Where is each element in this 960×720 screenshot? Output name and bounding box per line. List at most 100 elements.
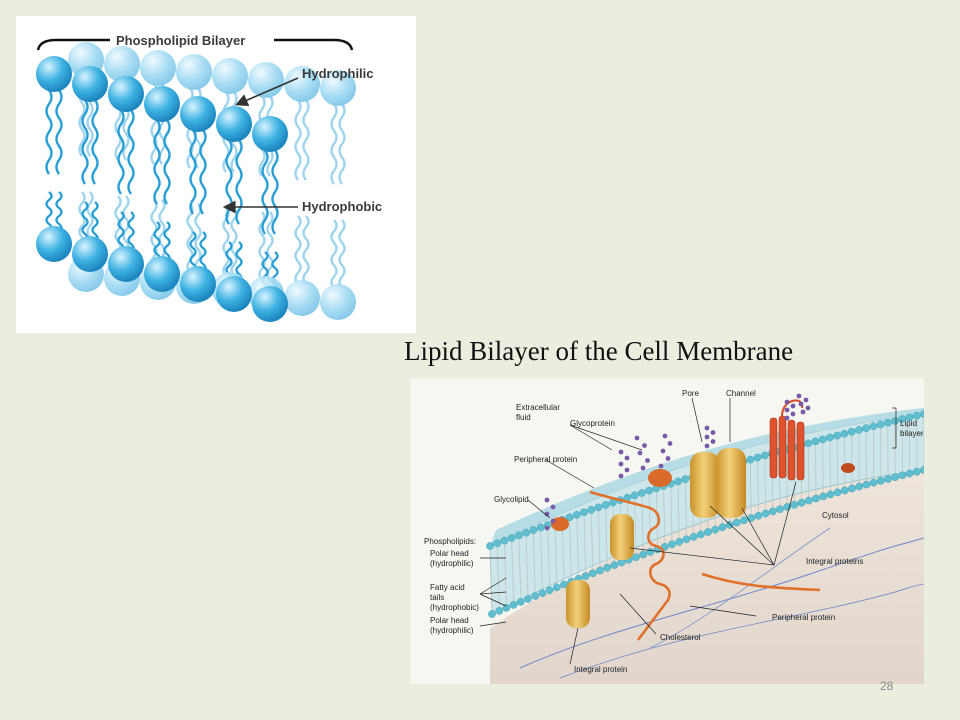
glyco-sugar (634, 435, 640, 441)
membrane-polar-head (754, 511, 763, 520)
membrane-polar-head (876, 476, 885, 485)
integral-protein-bottom (566, 580, 590, 628)
hydrophobic-label: Hydrophobic (302, 199, 382, 214)
bracket-label: Phospholipid Bilayer (116, 33, 245, 48)
polar-heads-front (36, 56, 288, 322)
membrane-polar-head (753, 453, 762, 462)
membrane-tail (496, 547, 500, 607)
glyco-sugar (704, 443, 710, 449)
membrane-polar-head (811, 437, 820, 446)
membrane-polar-head (531, 592, 540, 600)
fatty-acid-tail (117, 109, 125, 195)
glycolipid-blob (551, 517, 569, 531)
membrane-polar-head (704, 528, 712, 536)
membrane-tail (525, 536, 529, 595)
membrane-polar-head (812, 494, 820, 503)
bilayer-bracket (36, 38, 354, 51)
membrane-polar-head (746, 455, 755, 464)
polar-head (252, 286, 288, 322)
membrane-polar-head (674, 477, 682, 486)
polar-head (176, 54, 212, 90)
fatty-acid-tail (45, 89, 53, 175)
fatty-acid-tail (302, 99, 310, 181)
polar-head (108, 246, 144, 282)
fatty-acid-tail (199, 129, 207, 215)
membrane-polar-head (610, 561, 619, 569)
label-glycoprotein: Glycoprotein (570, 419, 615, 428)
membrane-polar-head (818, 435, 827, 444)
membrane-polar-head (536, 523, 545, 532)
membrane-tail (757, 461, 759, 512)
integral-protein-left (610, 514, 634, 560)
glyco-sugar (800, 409, 806, 415)
glyco-sugar (798, 401, 804, 407)
membrane-tail (504, 544, 507, 604)
membrane-polar-head (855, 426, 863, 434)
label-fatty-acid: Fatty acid (430, 583, 465, 592)
fatty-acid-tail (235, 139, 243, 225)
glyco-sugar (704, 425, 710, 431)
membrane-polar-head (833, 488, 842, 497)
fatty-acid-tail (127, 109, 135, 195)
membrane-polar-head (833, 431, 842, 440)
label-peripheral-protein-top: Peripheral protein (514, 455, 577, 464)
membrane-polar-head (560, 580, 568, 589)
membrane-polar-head (596, 566, 604, 575)
fatty-acid-tail (258, 211, 266, 281)
fatty-acid-tail (338, 219, 346, 289)
cytoskeleton-fiber-3 (649, 527, 831, 649)
glyco-sugar (640, 465, 646, 471)
membrane-tail (648, 494, 651, 548)
polar-head (180, 266, 216, 302)
membrane-polar-head (862, 424, 870, 432)
membrane-tail (583, 516, 586, 573)
membrane-polar-head (883, 418, 892, 427)
label-phospholipids: Phospholipids: (424, 537, 476, 546)
cell-membrane-illustration: Extracellular fluid Glycoprotein Pore Ch… (410, 378, 924, 684)
glyco-sugar (784, 415, 790, 421)
membrane-polar-head (603, 563, 612, 572)
membrane-polar-head (761, 509, 770, 518)
membrane-polar-head (581, 572, 590, 580)
membrane-tail (764, 459, 766, 510)
label-cholesterol: Cholesterol (660, 633, 701, 642)
label-polar-head-2: Polar head (430, 616, 469, 625)
membrane-polar-head (638, 489, 646, 497)
fatty-acid-tail (153, 119, 161, 205)
membrane-polar-head (668, 540, 676, 549)
fatty-acid-tail (91, 99, 99, 185)
membrane-polar-head (725, 521, 734, 529)
glyco-sugar (784, 407, 790, 413)
membrane-polar-head (898, 471, 907, 480)
glyco-sugar (805, 405, 811, 411)
polar-head (284, 280, 320, 316)
peripheral-protein-cytosol (841, 463, 855, 473)
membrane-polar-head (552, 583, 561, 592)
membrane-tail (576, 518, 579, 575)
label-tails: tails (430, 593, 444, 602)
polar-head (216, 106, 252, 142)
fatty-acid-tail (266, 211, 274, 281)
membrane-tail (598, 511, 601, 567)
polar-head (72, 236, 108, 272)
membrane-polar-head (632, 553, 640, 561)
membrane-polar-head (776, 505, 784, 513)
label-extracellular: Extracellular (516, 403, 560, 412)
membrane-polar-head (768, 507, 777, 516)
membrane-polar-head (594, 503, 603, 512)
page-number: 28 (880, 679, 894, 693)
polar-head (140, 50, 176, 86)
membrane-tail (489, 549, 493, 611)
membrane-polar-head (486, 542, 494, 550)
membrane-tail (547, 528, 550, 587)
glycoprotein-chains (544, 393, 811, 531)
integral-protein-channel (690, 448, 746, 518)
membrane-polar-head (515, 531, 523, 540)
membrane-polar-head (840, 429, 849, 438)
polar-head (36, 56, 72, 92)
label-hydrophilic-1: (hydrophilic) (430, 559, 474, 568)
membrane-polar-head (797, 498, 806, 507)
glyco-sugar (710, 430, 716, 435)
glyco-sugar (642, 443, 647, 448)
membrane-tail (554, 526, 558, 584)
